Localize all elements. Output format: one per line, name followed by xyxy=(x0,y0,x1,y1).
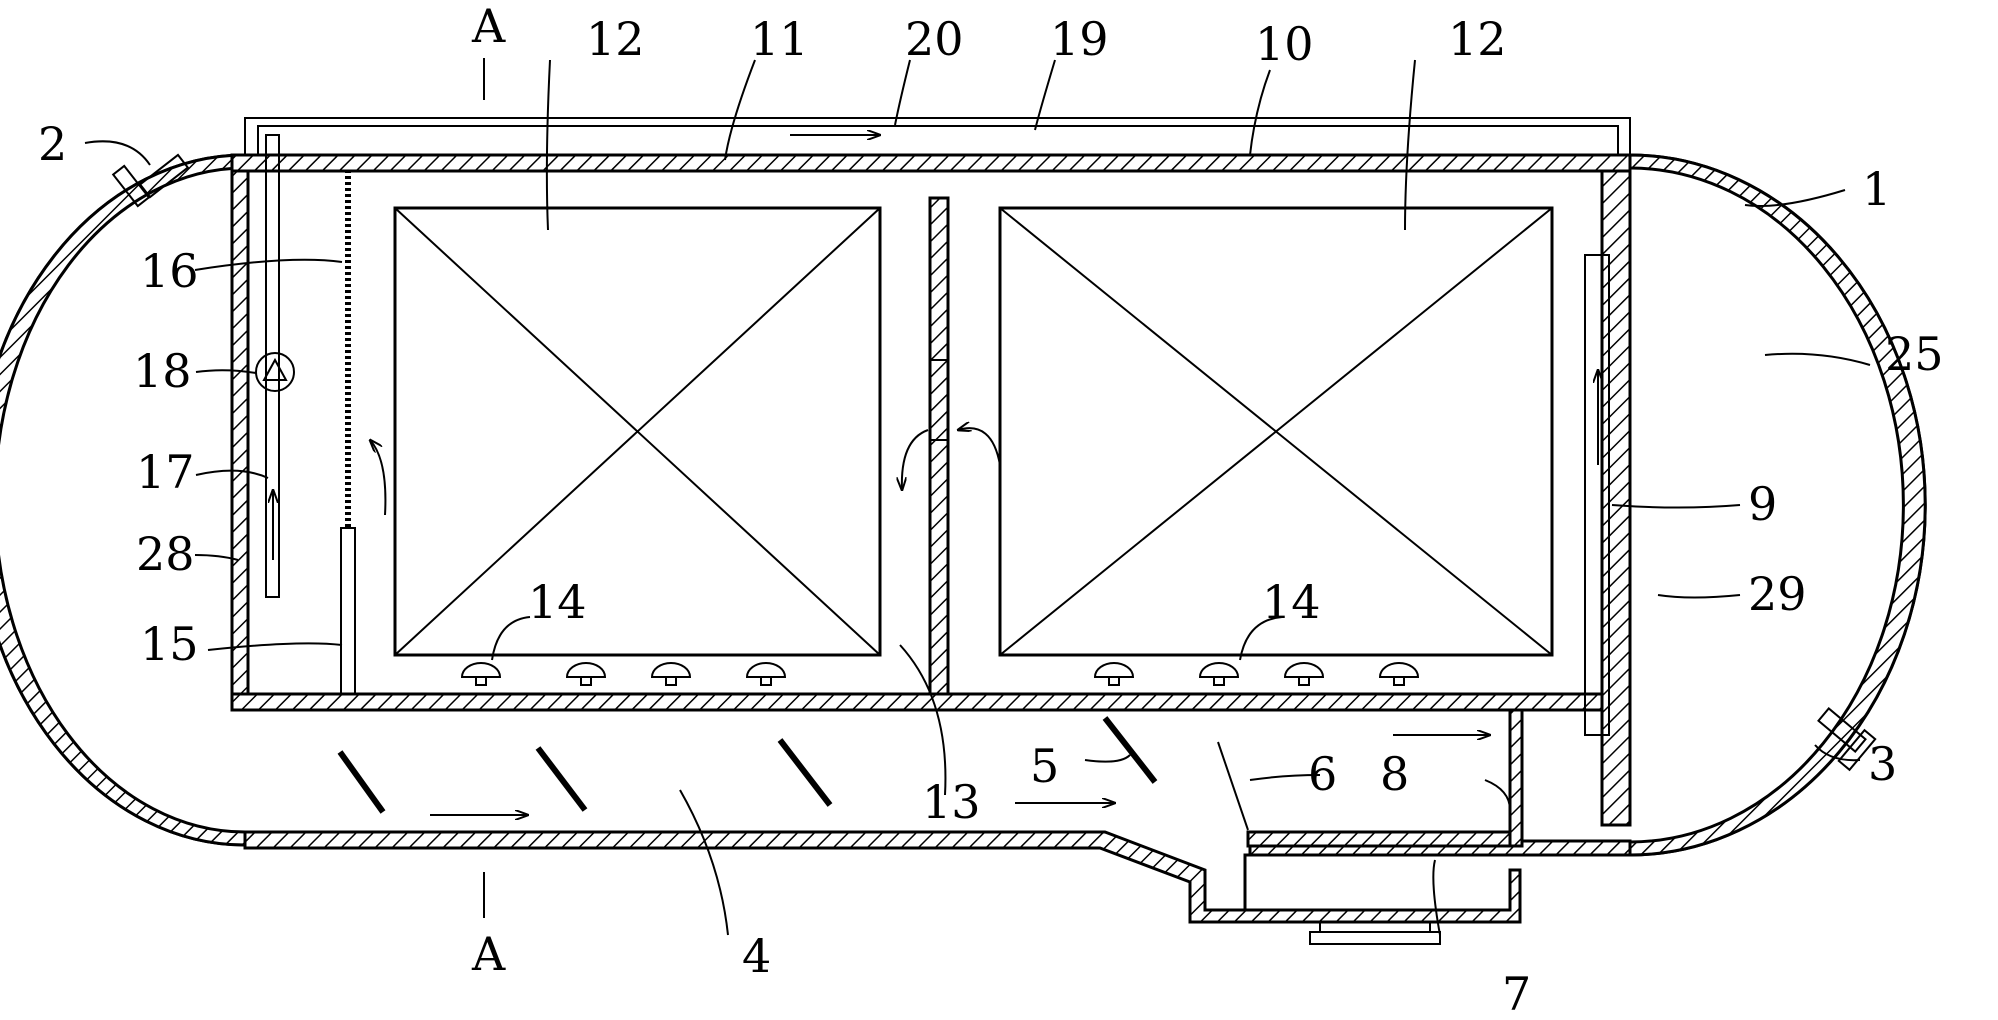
label-7: 7 xyxy=(1502,967,1531,1020)
nozzles xyxy=(460,662,1420,686)
label-16: 16 xyxy=(140,244,199,298)
flow-arrows xyxy=(430,428,1490,815)
label-11: 11 xyxy=(750,12,809,66)
label-1: 1 xyxy=(1862,162,1891,216)
label-8: 8 xyxy=(1380,747,1409,801)
label-10: 10 xyxy=(1255,17,1314,71)
label-2: 2 xyxy=(38,117,67,171)
outlet-nozzle xyxy=(1817,707,1877,772)
baffles xyxy=(337,716,1158,814)
label-17: 17 xyxy=(136,445,195,499)
label-5: 5 xyxy=(1030,739,1059,793)
label-15: 15 xyxy=(140,617,199,671)
module-left xyxy=(393,206,882,657)
labels: A A 2 1 3 4 5 6 7 8 9 10 11 12 12 13 14 … xyxy=(38,0,1944,1020)
left-riser xyxy=(255,134,387,695)
weir xyxy=(1217,708,1524,848)
inlet-nozzle xyxy=(111,153,190,208)
label-20: 20 xyxy=(905,12,964,66)
module-right xyxy=(998,206,1554,657)
label-14-right: 14 xyxy=(1262,575,1321,629)
label-4: 4 xyxy=(742,929,771,983)
label-section-bottom: A xyxy=(471,927,506,981)
label-13: 13 xyxy=(922,775,981,829)
label-29: 29 xyxy=(1748,567,1807,621)
label-18: 18 xyxy=(133,344,192,398)
label-19: 19 xyxy=(1050,12,1109,66)
inner-chamber xyxy=(230,153,1632,827)
label-3: 3 xyxy=(1868,737,1897,791)
right-riser xyxy=(1584,254,1610,736)
label-6: 6 xyxy=(1308,747,1337,801)
label-section-top: A xyxy=(471,0,506,53)
label-14-left: 14 xyxy=(528,575,587,629)
label-9: 9 xyxy=(1748,477,1777,531)
label-28: 28 xyxy=(136,527,195,581)
top-duct xyxy=(244,117,1631,156)
drain-flange xyxy=(1309,921,1441,945)
label-25: 25 xyxy=(1885,327,1944,381)
outer-shell xyxy=(0,153,1927,924)
label-12-right: 12 xyxy=(1448,12,1507,66)
leader-lines xyxy=(84,59,1871,936)
label-12-left: 12 xyxy=(586,12,645,66)
